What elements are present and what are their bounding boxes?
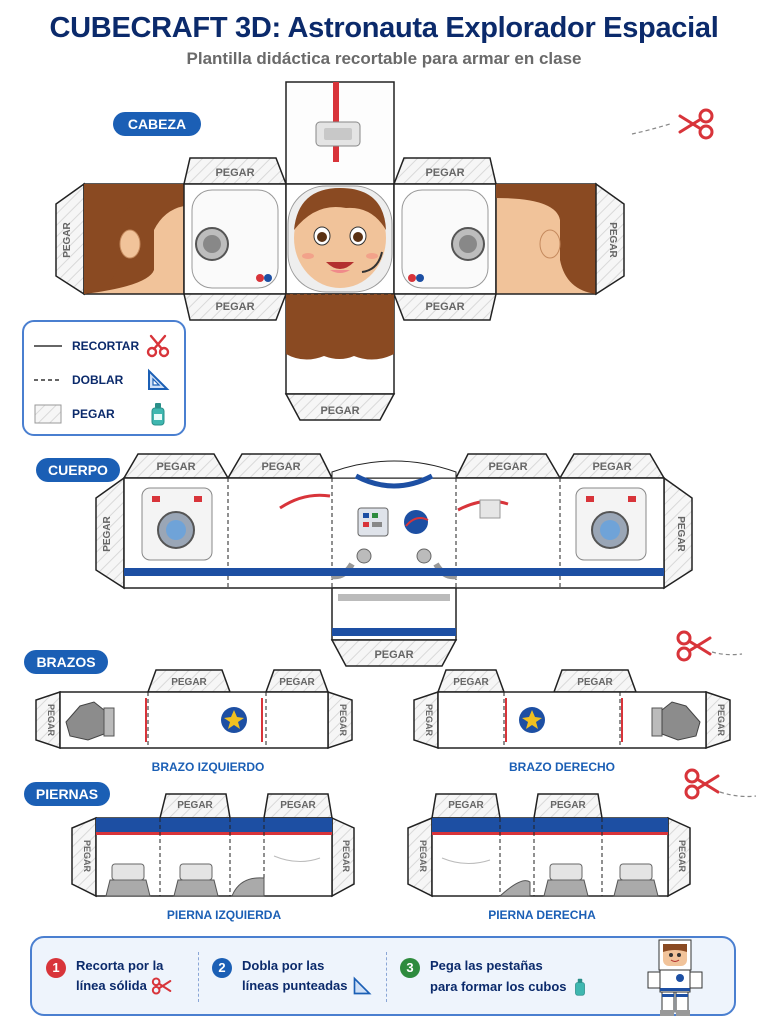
glue-tab-label: PEGAR xyxy=(577,677,613,688)
glue-tab-label: PEGAR xyxy=(488,461,527,473)
glue-tab-label: PEGAR xyxy=(453,677,489,688)
glue-tab-label: PEGAR xyxy=(215,167,254,179)
body-net: PEGAR PEGAR PEGAR PEGAR PEGAR PEGAR xyxy=(95,453,693,667)
legend-row-fold: DOBLAR xyxy=(34,368,170,392)
set-square-icon xyxy=(354,976,372,995)
page-title: CUBECRAFT 3D: Astronauta Explorador Espa… xyxy=(49,12,719,44)
step-text: para formar los cubos xyxy=(430,979,567,994)
scissors-icon xyxy=(146,334,170,358)
dashed-line-sample xyxy=(34,379,62,381)
step-divider xyxy=(198,952,199,1002)
section-label-body: CUERPO xyxy=(36,458,120,482)
legend-box: RECORTAR DOBLAR PEGAR xyxy=(22,320,186,436)
legend-row-cut: RECORTAR xyxy=(34,334,170,358)
step-text: Recorta por la xyxy=(76,958,164,973)
assembled-astronaut-illustration xyxy=(647,939,703,1016)
step-number: 2 xyxy=(212,958,232,978)
left-arm-caption: BRAZO IZQUIERDO xyxy=(151,760,265,774)
glue-bottle-icon xyxy=(574,978,585,996)
glue-bottle-icon xyxy=(151,403,165,426)
section-label-arms: BRAZOS xyxy=(24,650,108,674)
right-leg-caption: PIERNA DERECHA xyxy=(488,908,596,922)
glue-tab-label: PEGAR xyxy=(82,840,92,873)
step-text: líneas punteadas xyxy=(242,978,348,993)
scissors-icon xyxy=(676,630,743,662)
scissors-icon xyxy=(151,977,172,995)
instructions-panel: 1 Recorta por la línea sólida 2 Dobla po xyxy=(30,936,736,1016)
section-label-legs: PIERNAS xyxy=(24,782,110,806)
glue-tab-label: PEGAR xyxy=(418,840,428,873)
glue-tab-label: PEGAR xyxy=(279,677,315,688)
legend-fold-label: DOBLAR xyxy=(72,373,124,387)
page-subtitle: Plantilla didáctica recortable para arma… xyxy=(186,49,582,68)
glue-tab-label: PEGAR xyxy=(320,405,359,417)
left-arm-net: PEGAR PEGAR PEGAR PEGAR xyxy=(35,669,353,750)
legend-cut-label: RECORTAR xyxy=(72,339,140,353)
step-number: 3 xyxy=(400,958,420,978)
scissors-icon xyxy=(684,768,757,800)
glue-tab-label: PEGAR xyxy=(171,677,207,688)
left-leg-caption: PIERNA IZQUIERDA xyxy=(166,908,282,922)
right-arm-net: PEGAR PEGAR PEGAR PEGAR xyxy=(413,669,731,750)
set-square-icon xyxy=(148,368,170,390)
step-3: 3 Pega las pestañas para formar los cubo… xyxy=(400,956,589,998)
glue-tab-label: PEGAR xyxy=(177,800,213,811)
solid-line-sample xyxy=(34,345,62,347)
glue-tab-label: PEGAR xyxy=(424,704,434,737)
glue-tab-label: PEGAR xyxy=(102,515,113,551)
glue-tab-label: PEGAR xyxy=(716,704,726,737)
glue-tab-label: PEGAR xyxy=(592,461,631,473)
right-leg-net: PEGAR PEGAR PEGAR PEGAR xyxy=(407,793,691,898)
step-text: Pega las pestañas xyxy=(430,958,543,973)
left-leg-net: PEGAR PEGAR PEGAR PEGAR xyxy=(71,793,355,898)
legend-row-glue: PEGAR xyxy=(34,402,170,426)
glue-tab-label: PEGAR xyxy=(677,840,687,873)
glue-tab-label: PEGAR xyxy=(341,840,351,873)
glue-tab-label: PEGAR xyxy=(46,704,56,737)
glue-tab-label: PEGAR xyxy=(374,649,413,661)
head-net: PEGAR PEGAR PEGAR PEGAR xyxy=(55,81,625,421)
hatched-area-sample xyxy=(34,404,62,424)
glue-tab-label: PEGAR xyxy=(156,461,195,473)
scissors-icon xyxy=(631,108,714,140)
legend-glue-label: PEGAR xyxy=(72,407,115,421)
step-text: Dobla por las xyxy=(242,958,325,973)
glue-tab-label: PEGAR xyxy=(62,221,73,257)
glue-tab-label: PEGAR xyxy=(215,301,254,313)
glue-tab-label: PEGAR xyxy=(448,800,484,811)
right-arm-caption: BRAZO DERECHO xyxy=(508,760,615,774)
step-text: línea sólida xyxy=(76,978,147,993)
glue-tab-label: PEGAR xyxy=(550,800,586,811)
glue-tab-label: PEGAR xyxy=(607,222,618,258)
glue-tab-label: PEGAR xyxy=(280,800,316,811)
glue-tab-label: PEGAR xyxy=(425,167,464,179)
glue-tab-label: PEGAR xyxy=(261,461,300,473)
step-2: 2 Dobla por las líneas punteadas xyxy=(212,956,373,996)
glue-tab-label: PEGAR xyxy=(425,301,464,313)
step-1: 1 Recorta por la línea sólida xyxy=(46,956,173,996)
glue-tab-label: PEGAR xyxy=(675,516,686,552)
step-number: 1 xyxy=(46,958,66,978)
glue-tab-label: PEGAR xyxy=(338,704,348,737)
step-divider xyxy=(386,952,387,1002)
section-label-head: CABEZA xyxy=(113,112,201,136)
